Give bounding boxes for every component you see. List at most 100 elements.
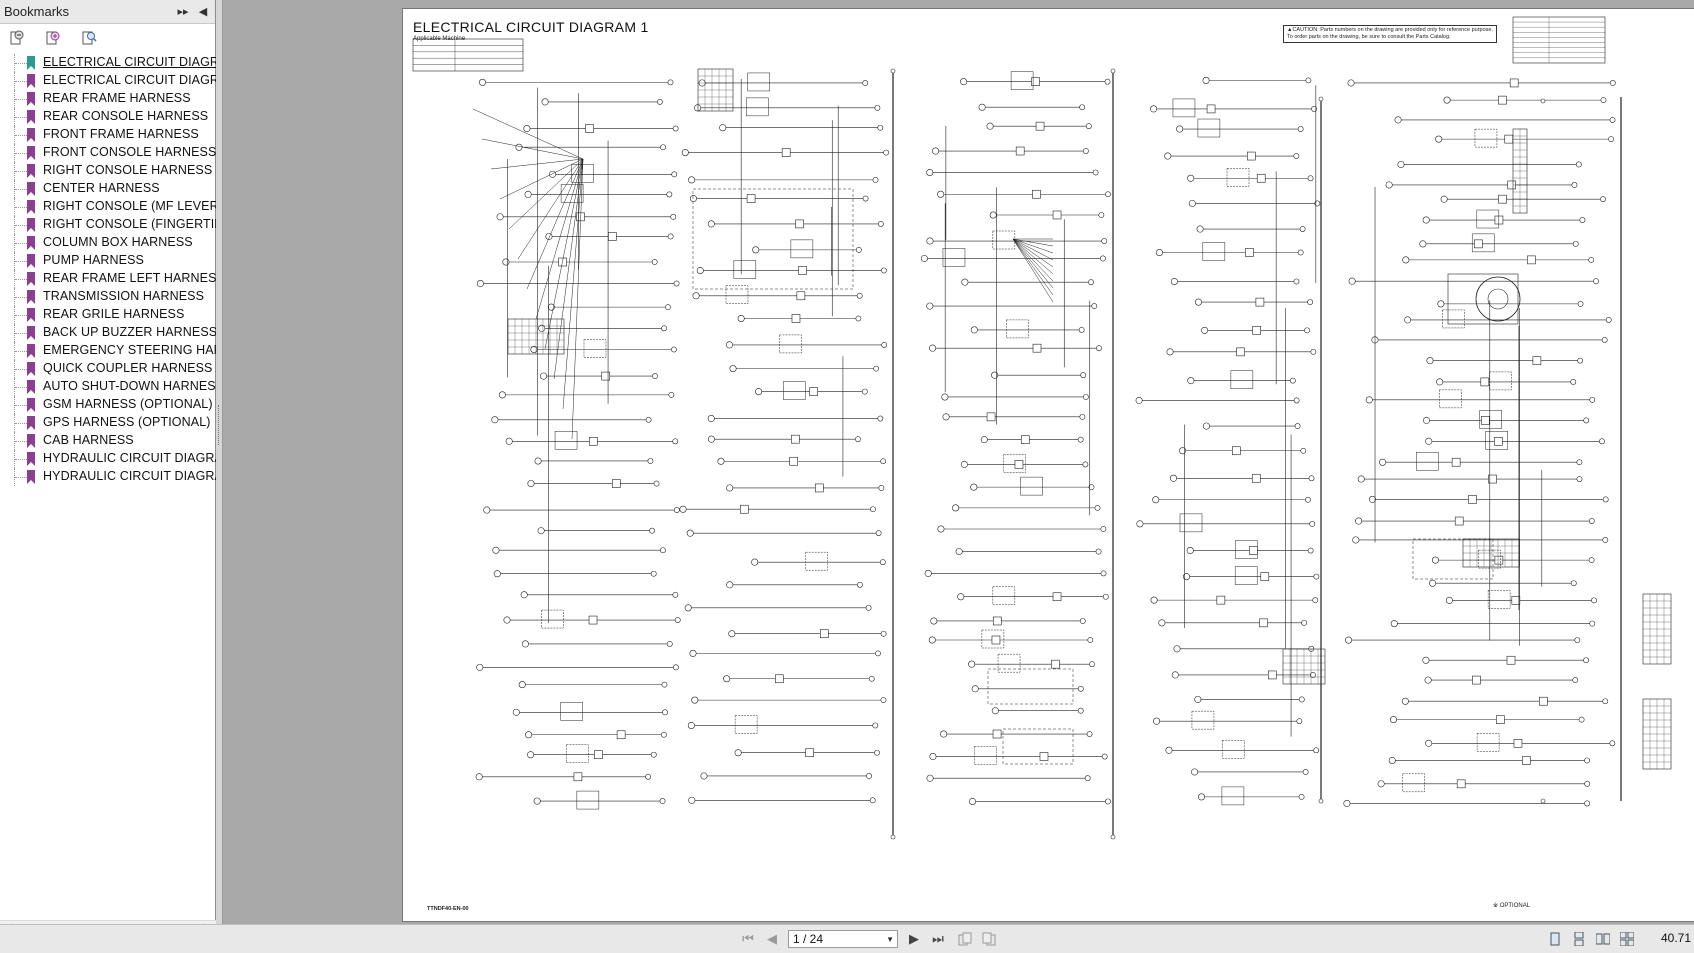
schematic-stroke: [970, 483, 978, 491]
zoom-level[interactable]: 40.71: [1661, 931, 1692, 945]
schematic-stroke: [671, 346, 677, 353]
schematic-stroke: [855, 315, 862, 322]
schematic-stroke: [1002, 728, 1074, 765]
schematic-stroke: [672, 664, 679, 671]
schematic-stroke: [549, 170, 557, 178]
schematic-stroke: [874, 749, 880, 756]
bookmark-item[interactable]: EMERGENCY STEERING HARNES: [0, 342, 216, 360]
document-view[interactable]: ELECTRICAL CIRCUIT DIAGRAM 1 Applicable …: [224, 0, 1694, 924]
last-page-icon[interactable]: ⏭: [932, 931, 944, 946]
bookmark-item[interactable]: ELECTRICAL CIRCUIT DIAGRAM: [0, 54, 216, 72]
previous-page-icon[interactable]: ◀: [767, 931, 777, 946]
single-page-view-icon[interactable]: [1548, 932, 1562, 946]
schematic-stroke: [1086, 731, 1093, 737]
bookmark-item[interactable]: AUTO SHUT-DOWN HARNESS (: [0, 378, 216, 396]
schematic-stroke: [1539, 696, 1548, 706]
schematic-stroke: [1012, 238, 1054, 247]
schematic-stroke: [1305, 496, 1311, 503]
previous-view-icon[interactable]: [958, 932, 972, 946]
schematic-stroke: [652, 373, 658, 379]
bookmark-item[interactable]: HYDRAULIC CIRCUIT DIAGRAM: [0, 450, 216, 468]
bookmark-item[interactable]: FRONT CONSOLE HARNESS: [0, 144, 216, 162]
schematic-stroke: [576, 790, 600, 810]
bookmark-item[interactable]: REAR FRAME LEFT HARNESS: [0, 270, 216, 288]
chevron-down-icon[interactable]: ▼: [886, 935, 894, 944]
bookmark-item[interactable]: ELECTRICAL CIRCUIT DIAGRAM: [0, 72, 216, 90]
bookmark-item[interactable]: REAR GRILE HARNESS: [0, 306, 216, 324]
bookmark-item[interactable]: CENTER HARNESS: [0, 180, 216, 198]
bookmark-item[interactable]: FRONT FRAME HARNESS: [0, 126, 216, 144]
bookmark-item[interactable]: QUICK COUPLER HARNESS (OPT: [0, 360, 216, 378]
continuous-facing-view-icon[interactable]: [1620, 932, 1634, 946]
find-bookmark-icon[interactable]: [80, 29, 98, 47]
first-page-icon[interactable]: ⏮: [742, 931, 754, 946]
bookmark-item[interactable]: RIGHT CONSOLE (FINGERTIP LE: [0, 216, 216, 234]
pdf-page: ELECTRICAL CIRCUIT DIAGRAM 1 Applicable …: [402, 8, 1694, 922]
bookmark-item[interactable]: GSM HARNESS (OPTIONAL): [0, 396, 216, 414]
bookmark-item[interactable]: HYDRAULIC CIRCUIT DIAGRAM (: [0, 468, 216, 486]
continuous-view-icon[interactable]: [1572, 932, 1586, 946]
schematic-stroke: [1094, 504, 1101, 511]
schematic-stroke: [1289, 377, 1296, 384]
bookmark-item[interactable]: PUMP HARNESS: [0, 252, 216, 270]
schematic-stroke: [534, 457, 542, 465]
schematic-stroke: [941, 393, 949, 401]
schematic-stroke: [517, 158, 584, 260]
schematic-stroke: [537, 527, 545, 535]
panel-splitter[interactable]: [216, 0, 223, 953]
expand-panel-icon[interactable]: ▸▸: [177, 6, 189, 18]
bookmark-flag-icon: [27, 200, 35, 214]
schematic-stroke: [1314, 200, 1321, 207]
bookmark-item[interactable]: GPS HARNESS (OPTIONAL): [0, 414, 216, 432]
schematic-stroke: [496, 213, 504, 221]
bookmark-label: RIGHT CONSOLE HARNESS: [43, 163, 213, 177]
bookmark-item[interactable]: RIGHT CONSOLE HARNESS: [0, 162, 216, 180]
schematic-stroke: [739, 504, 749, 514]
schematic-stroke: [1249, 546, 1258, 555]
schematic-stroke: [1202, 422, 1210, 430]
schematic-stroke: [857, 581, 863, 588]
schematic-stroke: [890, 68, 896, 74]
schematic-stroke: [1600, 196, 1606, 203]
bookmark-item[interactable]: REAR CONSOLE HARNESS: [0, 108, 216, 126]
schematic-stroke: [1096, 345, 1102, 352]
new-bookmark-icon[interactable]: [44, 29, 62, 47]
splitter-grip[interactable]: [218, 405, 221, 445]
next-page-icon[interactable]: ▶: [909, 931, 919, 946]
schematic-stroke: [472, 108, 584, 160]
schematic-stroke: [1166, 348, 1174, 356]
schematic-stroke: [1318, 96, 1324, 102]
schematic-stroke: [1297, 126, 1304, 132]
schematic-stroke: [1591, 597, 1597, 604]
schematic-stroke: [940, 730, 948, 738]
bookmark-item[interactable]: COLUMN BOX HARNESS: [0, 234, 216, 252]
schematic-stroke: [1532, 356, 1542, 365]
schematic-stroke: [1311, 106, 1317, 112]
bookmark-item[interactable]: TRANSMISSION HARNESS: [0, 288, 216, 306]
bookmark-item[interactable]: REAR FRAME HARNESS: [0, 90, 216, 108]
schematic-stroke: [1100, 526, 1107, 532]
schematic-stroke: [1188, 199, 1196, 207]
bookmark-item[interactable]: CAB HARNESS: [0, 432, 216, 450]
schematic-stroke: [1197, 118, 1221, 138]
schematic-stroke: [992, 586, 1016, 605]
schematic-stroke: [790, 239, 814, 259]
bookmark-flag-icon: [27, 434, 35, 448]
schematic-stroke: [1102, 593, 1109, 600]
page-number-input[interactable]: 1 / 24▼: [788, 930, 898, 948]
schematic-stroke: [930, 617, 938, 625]
facing-view-icon[interactable]: [1596, 932, 1610, 946]
schematic-stroke: [791, 434, 800, 444]
bookmark-options-icon[interactable]: [8, 29, 26, 47]
schematic-stroke: [1348, 277, 1356, 285]
schematic-stroke: [1110, 68, 1116, 74]
schematic-stroke: [971, 685, 979, 693]
collapse-panel-icon[interactable]: ◀: [198, 6, 208, 18]
bookmark-item[interactable]: BACK UP BUZZER HARNESS: [0, 324, 216, 342]
schematic-stroke: [1020, 435, 1030, 444]
schematic-stroke: [1318, 798, 1324, 804]
schematic-stroke: [1101, 238, 1108, 244]
bookmark-item[interactable]: RIGHT CONSOLE (MF LEVER) HA: [0, 198, 216, 216]
bookmark-label: GSM HARNESS (OPTIONAL): [43, 397, 213, 411]
next-view-icon[interactable]: [982, 932, 996, 946]
